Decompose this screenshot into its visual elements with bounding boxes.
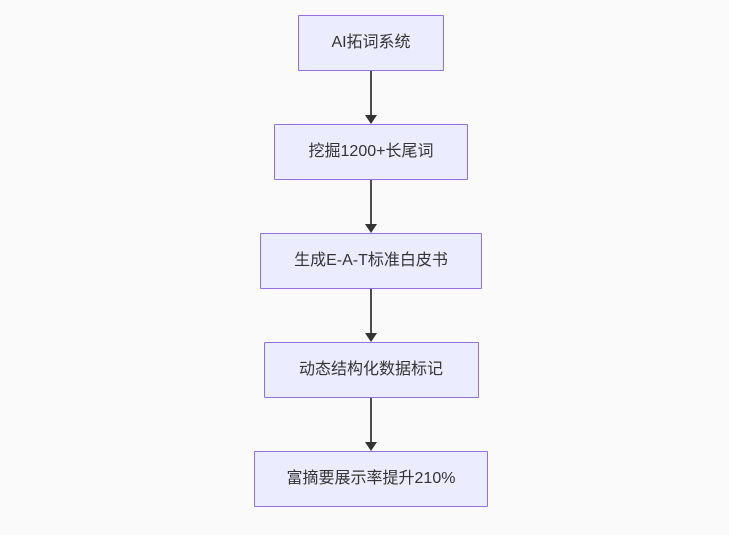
flow-edge-3 — [364, 289, 378, 342]
flowchart: AI拓词系统 挖掘1200+长尾词 生成E-A-T标准白皮书 动态结构化数据标记 — [254, 15, 488, 507]
flow-node-structured-data-markup: 动态结构化数据标记 — [263, 342, 479, 398]
flow-node-label: 生成E-A-T标准白皮书 — [294, 252, 448, 270]
arrowhead-down-icon — [365, 333, 377, 342]
flow-node-label: 挖掘1200+长尾词 — [308, 143, 434, 161]
edge-line — [370, 289, 372, 337]
flow-edge-4 — [364, 398, 378, 451]
edge-line — [370, 180, 372, 228]
flow-node-longtail-keywords: 挖掘1200+长尾词 — [274, 124, 468, 180]
flow-node-eat-whitepaper: 生成E-A-T标准白皮书 — [260, 233, 482, 289]
edge-line — [370, 398, 372, 446]
flow-node-label: 富摘要展示率提升210% — [286, 470, 456, 488]
flow-node-label: 动态结构化数据标记 — [298, 361, 443, 379]
flow-edge-2 — [364, 180, 378, 233]
arrowhead-down-icon — [365, 115, 377, 124]
arrowhead-down-icon — [365, 224, 377, 233]
arrowhead-down-icon — [365, 442, 377, 451]
flow-node-label: AI拓词系统 — [331, 34, 411, 52]
flow-edge-1 — [364, 71, 378, 124]
edge-line — [370, 71, 372, 119]
flow-node-rich-snippet-rate: 富摘要展示率提升210% — [254, 451, 488, 507]
flow-node-ai-expansion-system: AI拓词系统 — [298, 15, 444, 71]
